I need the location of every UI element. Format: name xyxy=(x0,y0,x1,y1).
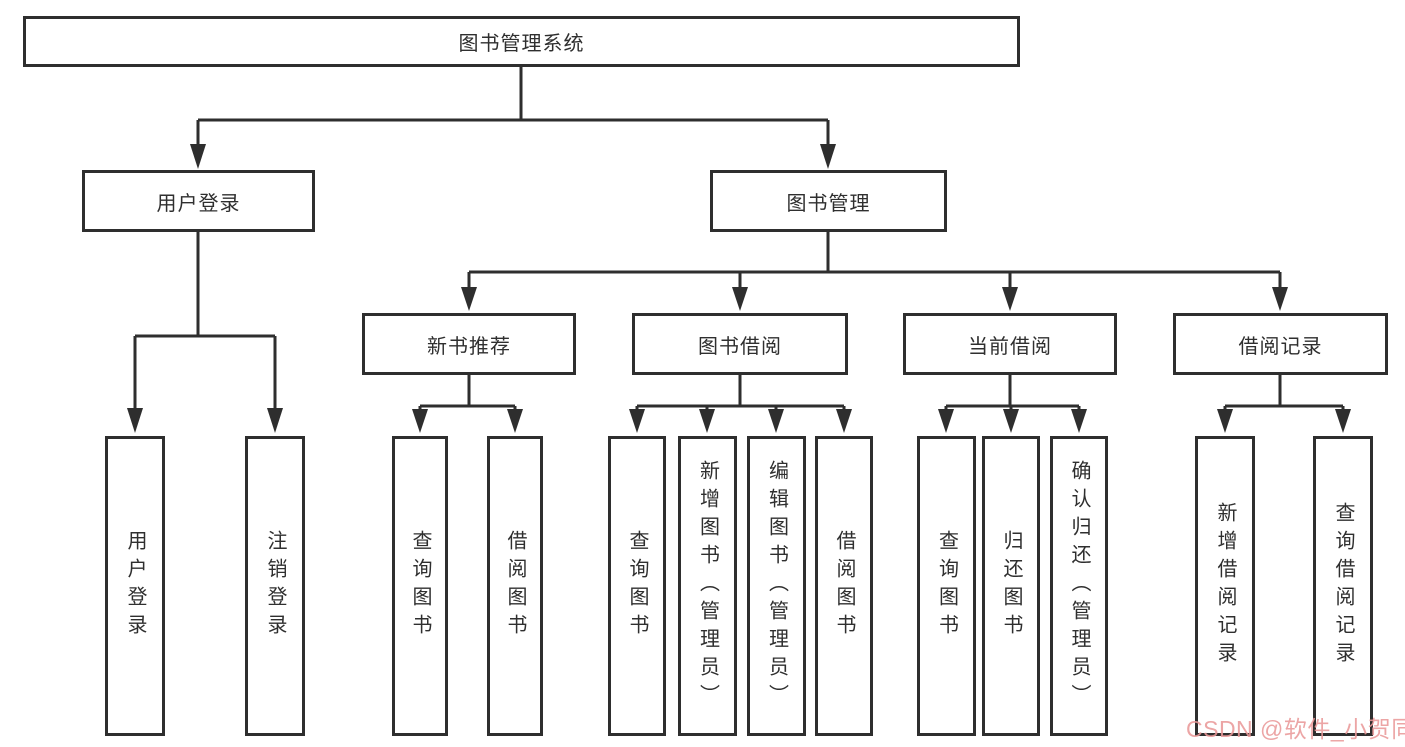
connector-new-book-recommend xyxy=(412,375,523,433)
node-current-borrow: 当前借阅 xyxy=(903,313,1117,375)
node-book-management: 图书管理 xyxy=(710,170,947,232)
leaf-query-books-2: 查询图书 xyxy=(608,436,666,736)
leaf-user-login-label: 用户登录 xyxy=(124,530,146,642)
leaf-return-books-label: 归还图书 xyxy=(1000,530,1022,642)
leaf-query-borrow-record: 查询借阅记录 xyxy=(1313,436,1373,736)
connector-book-management xyxy=(461,232,1288,311)
leaf-query-borrow-record-label: 查询借阅记录 xyxy=(1332,502,1354,670)
leaf-query-books-1-label: 查询图书 xyxy=(409,530,431,642)
leaf-borrow-books-1: 借阅图书 xyxy=(487,436,543,736)
node-book-management-label: 图书管理 xyxy=(786,192,871,215)
leaf-user-login: 用户登录 xyxy=(105,436,165,736)
leaf-query-books-2-label: 查询图书 xyxy=(626,530,648,642)
leaf-borrow-books-2-label: 借阅图书 xyxy=(833,530,855,642)
leaf-confirm-return-admin-label: 确认归还（管理员） xyxy=(1068,460,1090,712)
leaf-query-books-3: 查询图书 xyxy=(917,436,976,736)
leaf-add-borrow-record-label: 新增借阅记录 xyxy=(1214,502,1236,670)
watermark: CSDN @软件_小贺同学 xyxy=(1186,716,1405,742)
leaf-borrow-books-2: 借阅图书 xyxy=(815,436,873,736)
node-user-login-label: 用户登录 xyxy=(156,192,241,215)
leaf-add-books-admin-label: 新增图书（管理员） xyxy=(696,460,719,712)
leaf-confirm-return-admin: 确认归还（管理员） xyxy=(1050,436,1108,736)
node-book-borrow: 图书借阅 xyxy=(632,313,848,375)
connector-current-borrow xyxy=(938,375,1087,433)
leaf-edit-books-admin: 编辑图书（管理员） xyxy=(747,436,806,736)
node-new-book-recommend: 新书推荐 xyxy=(362,313,576,375)
leaf-logout: 注销登录 xyxy=(245,436,305,736)
leaf-return-books: 归还图书 xyxy=(982,436,1040,736)
node-borrow-records-label: 借阅记录 xyxy=(1238,335,1323,358)
leaf-add-books-admin: 新增图书（管理员） xyxy=(678,436,737,736)
leaf-edit-books-admin-label: 编辑图书（管理员） xyxy=(765,460,788,712)
connector-borrow-records xyxy=(1217,375,1351,433)
leaf-logout-label: 注销登录 xyxy=(264,530,286,642)
node-new-book-recommend-label: 新书推荐 xyxy=(427,335,511,358)
leaf-borrow-books-1-label: 借阅图书 xyxy=(504,530,526,642)
node-current-borrow-label: 当前借阅 xyxy=(968,335,1052,358)
node-root-label: 图书管理系统 xyxy=(458,33,585,55)
connector-root xyxy=(190,67,836,169)
leaf-query-books-1: 查询图书 xyxy=(392,436,448,736)
leaf-add-borrow-record: 新增借阅记录 xyxy=(1195,436,1255,736)
node-root: 图书管理系统 xyxy=(23,16,1020,67)
leaf-query-books-3-label: 查询图书 xyxy=(935,530,958,642)
node-borrow-records: 借阅记录 xyxy=(1173,313,1388,375)
node-book-borrow-label: 图书借阅 xyxy=(698,335,782,358)
node-user-login: 用户登录 xyxy=(82,170,315,232)
connector-book-borrow xyxy=(629,375,852,433)
connector-user-login xyxy=(127,232,283,433)
